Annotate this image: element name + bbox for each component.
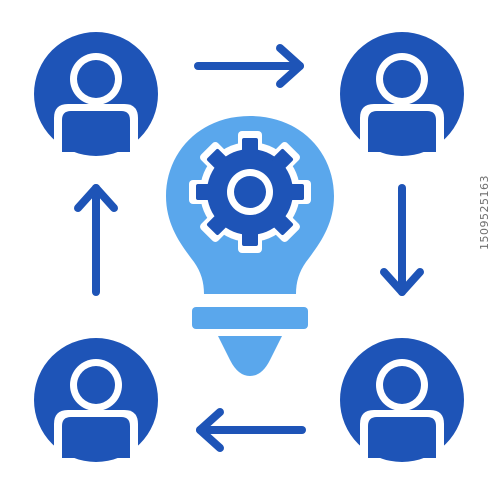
user-icon-bottom-right — [340, 338, 464, 462]
user-icon-top-right — [340, 32, 464, 156]
user-icon-top-left — [34, 32, 158, 156]
user-icon-bottom-left — [34, 338, 158, 462]
arrow-down-icon — [380, 184, 424, 296]
stock-image-id: 1509525163 — [478, 175, 491, 250]
arrow-left-icon — [196, 408, 306, 452]
arrow-up-icon — [74, 184, 118, 296]
arrow-right-icon — [194, 44, 304, 88]
gear-icon — [189, 131, 311, 253]
